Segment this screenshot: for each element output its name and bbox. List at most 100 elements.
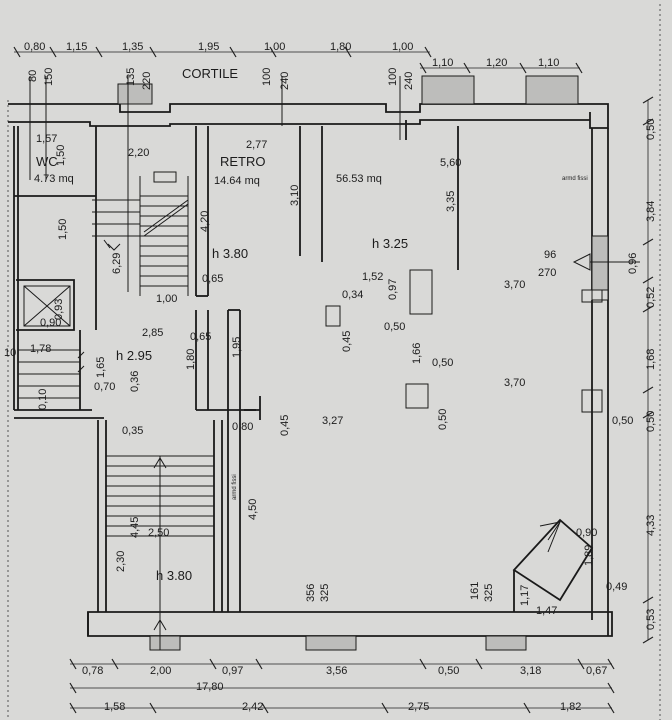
dim: 1,00: [156, 293, 177, 305]
dim: 0,50: [437, 409, 449, 430]
dim-top: 1,00: [392, 41, 413, 53]
dim: 1,57: [36, 133, 57, 145]
dim: 0,93: [53, 299, 65, 320]
dim: 4,50: [247, 499, 259, 520]
dim: 2,30: [115, 551, 127, 572]
dim: 161: [469, 582, 481, 600]
dimensions-bottom: 0,78 2,00 0,97 3,56 0,50 3,18 0,67 17,80…: [82, 665, 607, 713]
dim: 1,65: [95, 357, 107, 378]
dim: 2,50: [148, 527, 169, 539]
main-area: 56.53 mq: [336, 173, 382, 185]
dim: 1,47: [536, 605, 557, 617]
dim-bottom: 3,56: [326, 665, 347, 677]
dim: 0,70: [94, 381, 115, 393]
dim: 6,29: [111, 253, 123, 274]
dim-bottom2: 1,58: [104, 701, 125, 713]
dim: 2,77: [246, 139, 267, 151]
dim-top: 1,95: [198, 41, 219, 53]
interior-dimensions: 1,57 1,50 2,20 2,77 5,60 3,10 3,35 4,20 …: [4, 133, 633, 617]
dim-right: 1,68: [645, 349, 657, 370]
dim: 0,90: [40, 317, 61, 329]
dim: 0,45: [279, 415, 291, 436]
dim: 0,50: [384, 321, 405, 333]
dim-top: 1,80: [330, 41, 351, 53]
dim-total: 17,80: [196, 681, 224, 693]
opening-dim: 220: [141, 72, 153, 90]
dim-bottom2: 2,75: [408, 701, 429, 713]
dim: 1,50: [57, 219, 69, 240]
dim: 2,20: [128, 147, 149, 159]
opening-dim: 150: [43, 68, 55, 86]
dim-right: 0,53: [645, 609, 657, 630]
dim: 1,17: [519, 585, 531, 606]
dim-bottom: 3,18: [520, 665, 541, 677]
dim-bottom: 2,00: [150, 665, 171, 677]
dim: 10: [4, 347, 16, 359]
dim-top2: 1,10: [432, 57, 453, 69]
dim: 5,60: [440, 157, 461, 169]
dim: 325: [319, 584, 331, 602]
dim: 3,27: [322, 415, 343, 427]
window-96: 96: [544, 249, 556, 261]
dim: 4,45: [129, 517, 141, 538]
opening-dim: 240: [279, 72, 291, 90]
opening-dim: 100: [387, 68, 399, 86]
room-labels: CORTILE RETRO WC 14.64 mq 56.53 mq 4.73 …: [34, 66, 588, 583]
dim: 325: [483, 584, 495, 602]
dim-right: 0,52: [645, 287, 657, 308]
dim: 1,78: [30, 343, 51, 355]
dim-bottom2: 1,82: [560, 701, 581, 713]
dim-top: 0,80: [24, 41, 45, 53]
dim: 0,45: [341, 331, 353, 352]
dim-top2: 1,20: [486, 57, 507, 69]
dim-right: 4,33: [645, 515, 657, 536]
armd-fissi-label: armd fissi: [562, 176, 588, 182]
opening-dim: 100: [261, 68, 273, 86]
dim: 1,66: [411, 343, 423, 364]
dim: 1,52: [362, 271, 383, 283]
dim: 0,34: [342, 289, 363, 301]
cortile-label: CORTILE: [182, 66, 238, 81]
dim: 4,20: [199, 211, 211, 232]
window-270: 270: [538, 267, 556, 279]
dim: 0,50: [432, 357, 453, 369]
dim-top2: 1,10: [538, 57, 559, 69]
dim: 0,97: [387, 279, 399, 300]
dim: 0,36: [129, 371, 141, 392]
retro-height: h 3.80: [212, 246, 248, 261]
corridor-height: h 2.95: [116, 348, 152, 363]
retro-area: 14.64 mq: [214, 175, 260, 187]
dim: 2,85: [142, 327, 163, 339]
dim-bottom: 0,78: [82, 665, 103, 677]
windows: [117, 75, 609, 651]
dim-right: 0,96: [627, 253, 639, 274]
walls: [8, 103, 613, 637]
dim: 1,80: [185, 349, 197, 370]
dim-right: 0,50: [645, 411, 657, 432]
dim: 356: [305, 584, 317, 602]
retro-label: RETRO: [220, 154, 266, 169]
dim-top: 1,35: [122, 41, 143, 53]
dim: 3,70: [504, 279, 525, 291]
dimensions-right: 0,50 3,84 0,96 0,52 1,68 0,50 4,33 0,53: [627, 119, 657, 630]
structural-details: [18, 76, 640, 650]
dim: 3,35: [445, 191, 457, 212]
dim: 3,70: [504, 377, 525, 389]
dim: 1,89: [583, 545, 595, 566]
main-height: h 3.25: [372, 236, 408, 251]
wc-area: 4.73 mq: [34, 173, 74, 185]
dim-top: 1,00: [264, 41, 285, 53]
opening-dim: 80: [27, 70, 39, 82]
dim-bottom: 0,97: [222, 665, 243, 677]
dim: 0,80: [232, 421, 253, 433]
dim: 0,49: [606, 581, 627, 593]
dimensions-top: 0,80 1,15 1,35 1,95 1,00 1,80 1,00 1,10 …: [24, 41, 559, 90]
dim: 0,65: [202, 273, 223, 285]
opening-dim: 240: [403, 72, 415, 90]
armd-fissi-label: armd fissi: [232, 474, 238, 500]
dim-bottom: 0,50: [438, 665, 459, 677]
dim: 0,35: [122, 425, 143, 437]
dim: 1,95: [231, 337, 243, 358]
dim-right: 3,84: [645, 201, 657, 222]
